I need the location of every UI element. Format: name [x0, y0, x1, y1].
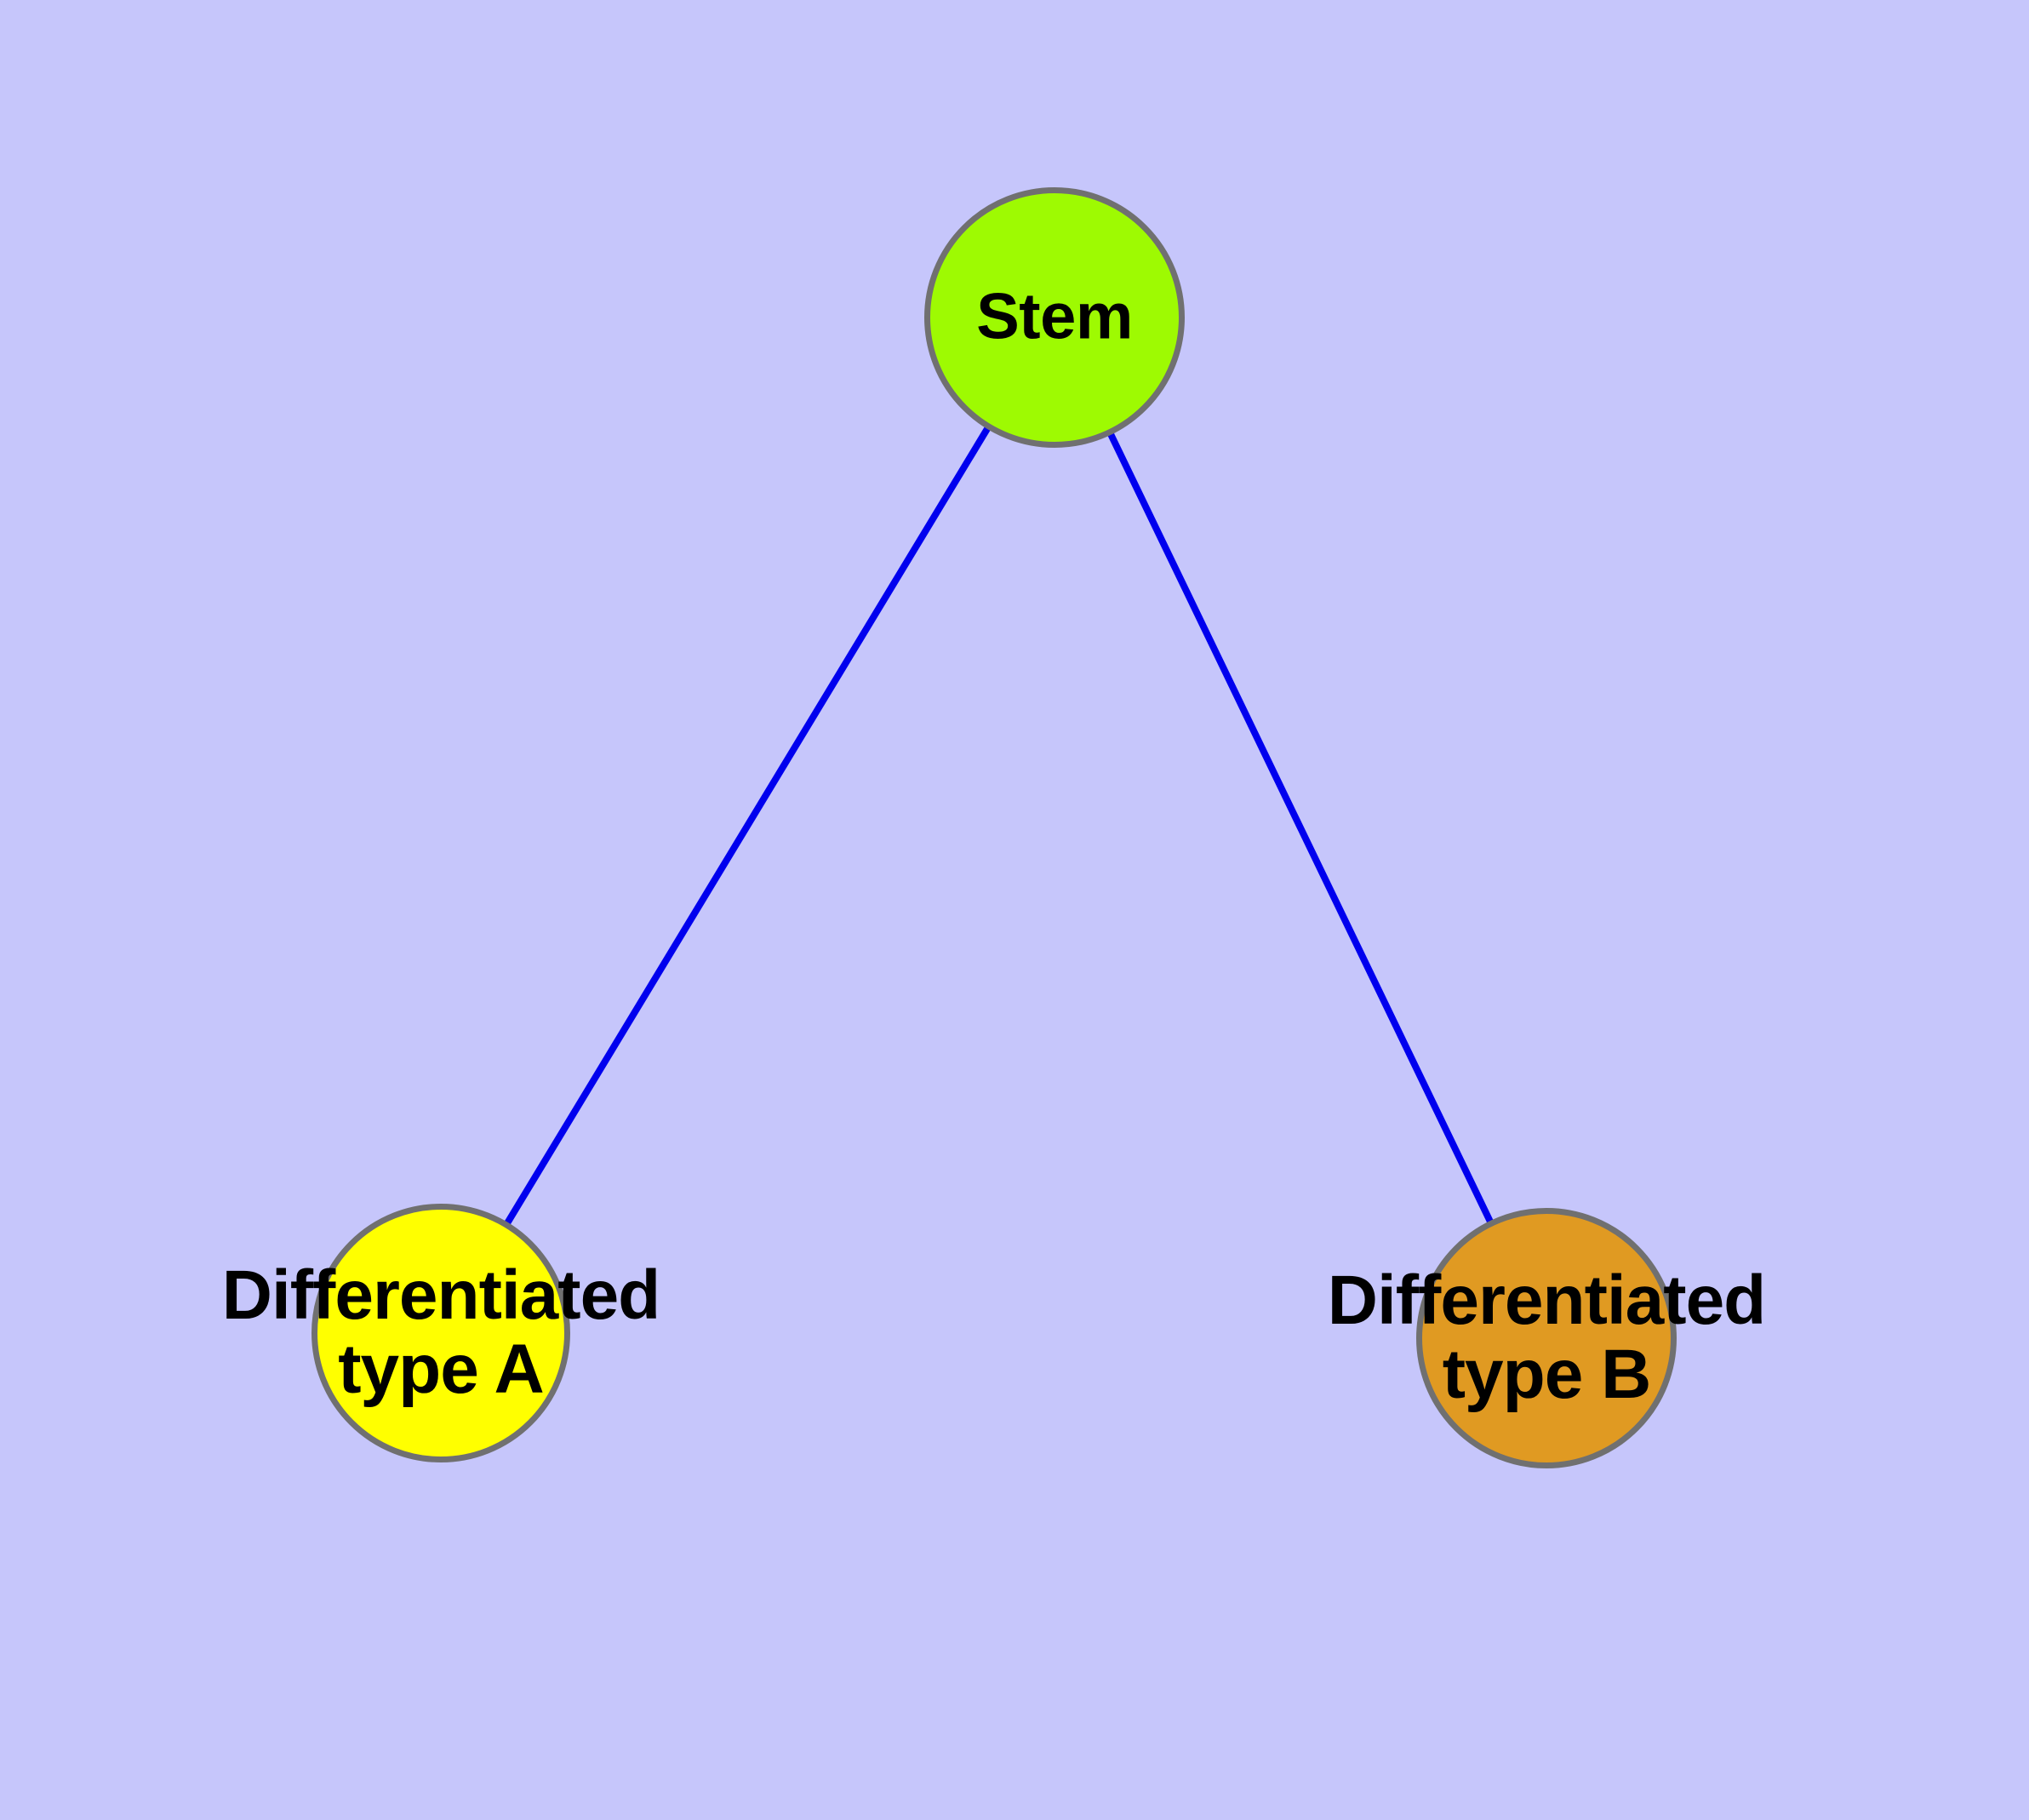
edge-stem-to-differentiated-type-b[interactable] [1051, 316, 1550, 1340]
node-differentiated-type-a[interactable] [311, 1204, 570, 1462]
edge-layer [437, 315, 1550, 1340]
edge-stem-to-differentiated-type-a[interactable] [437, 315, 1058, 1336]
node-differentiated-type-b[interactable] [1416, 1208, 1677, 1468]
node-layer [311, 187, 1677, 1468]
node-stem[interactable] [924, 187, 1185, 448]
